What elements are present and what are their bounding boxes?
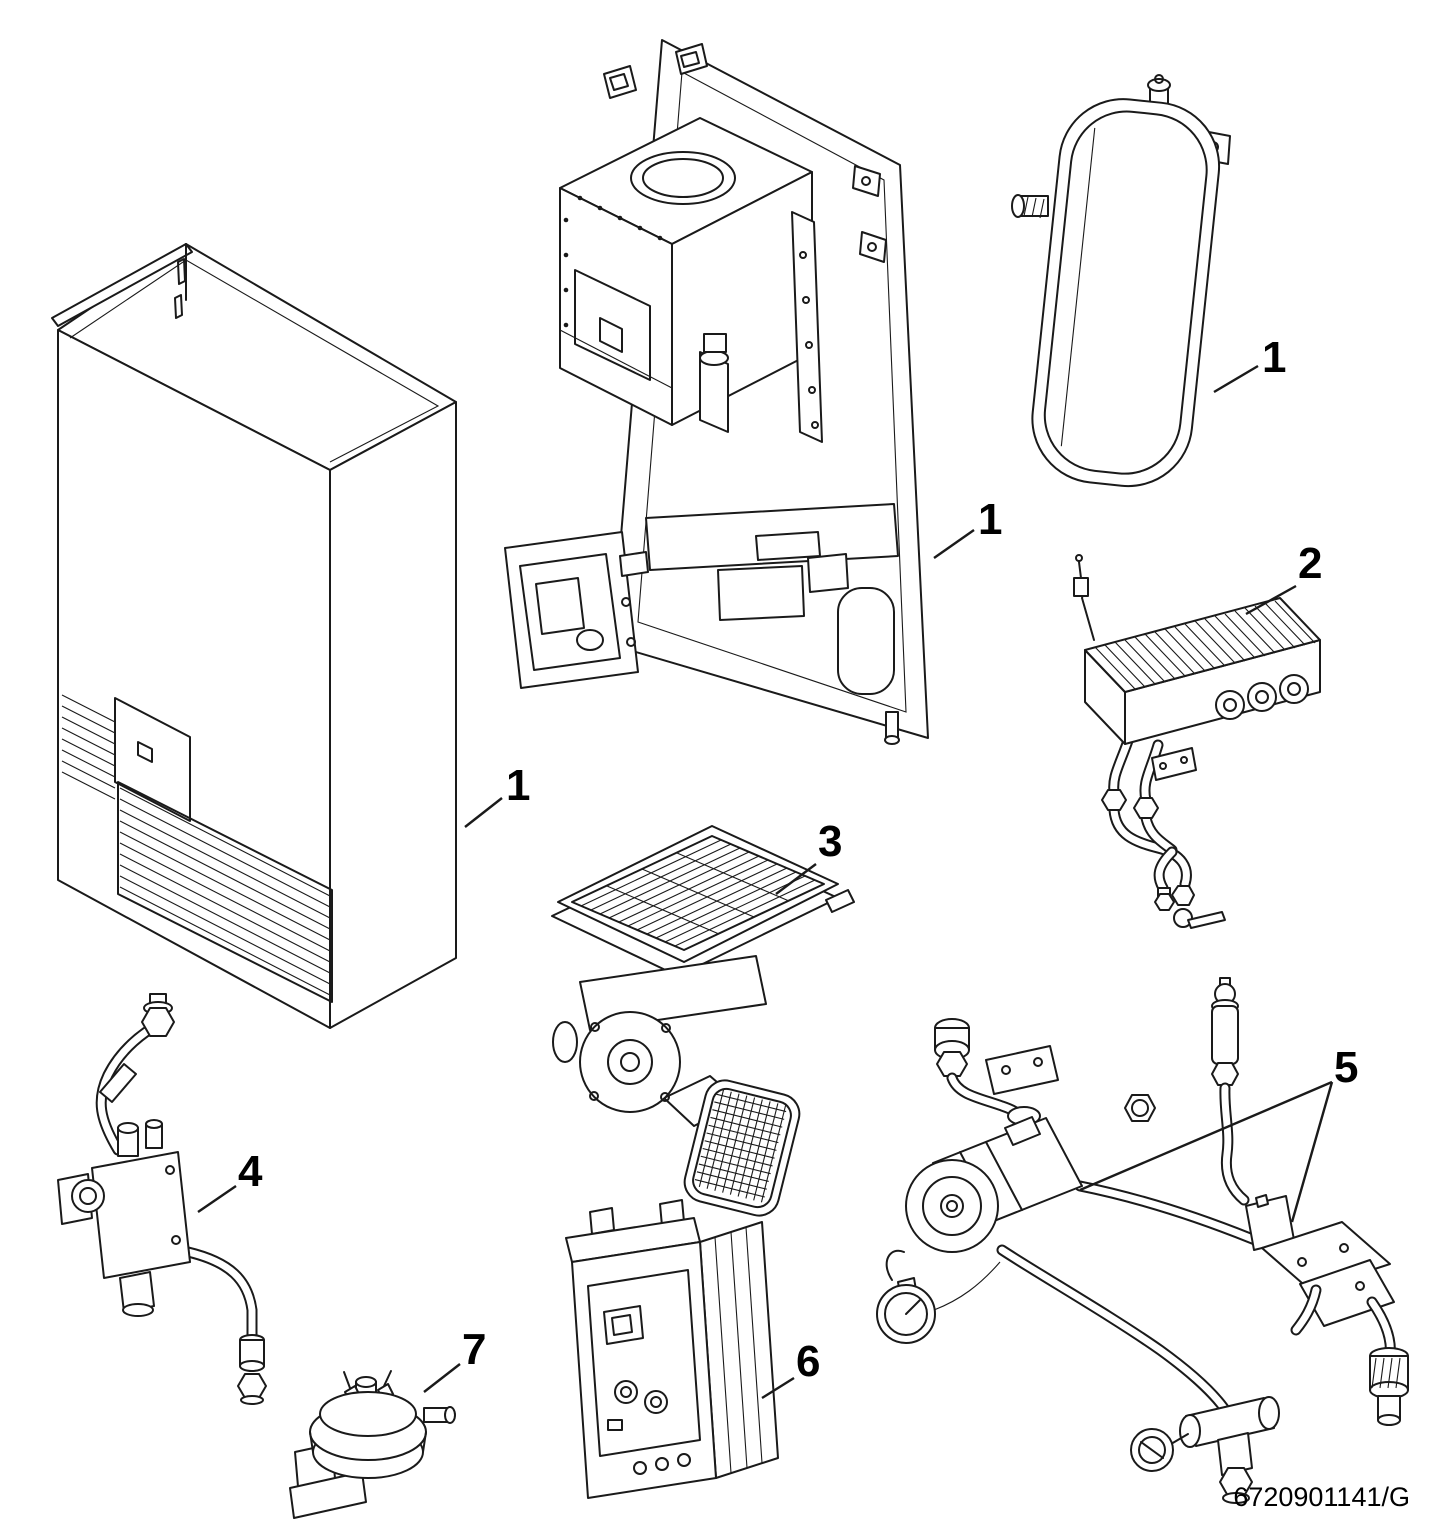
pump-hydraulic-drawing [876,977,1409,1504]
gas-valve-drawing [57,993,267,1405]
burner-fan-drawing [551,825,855,1217]
pressure-switch-drawing [289,1363,461,1519]
part-label-heat-exchanger: 2 [1298,539,1323,588]
part-label-casing: 1 [506,761,531,810]
heat-exchanger-drawing [1073,554,1321,929]
part-label-pump-group: 5 [1334,1043,1359,1092]
part-label-gas-valve: 4 [238,1147,263,1196]
inner-frame-drawing [504,39,975,745]
part-label-burner: 3 [818,817,843,866]
expansion-vessel-drawing [1011,74,1259,488]
part-label-expansion-vessel: 1 [1262,333,1287,382]
control-unit-drawing [565,1199,795,1499]
document-number: 6720901141/G [1233,1482,1410,1512]
part-label-inner-frame: 1 [978,495,1003,544]
outer-casing-drawing [51,243,503,1029]
part-label-control-unit: 6 [796,1337,821,1386]
part-label-pressure-switch: 7 [462,1325,487,1374]
